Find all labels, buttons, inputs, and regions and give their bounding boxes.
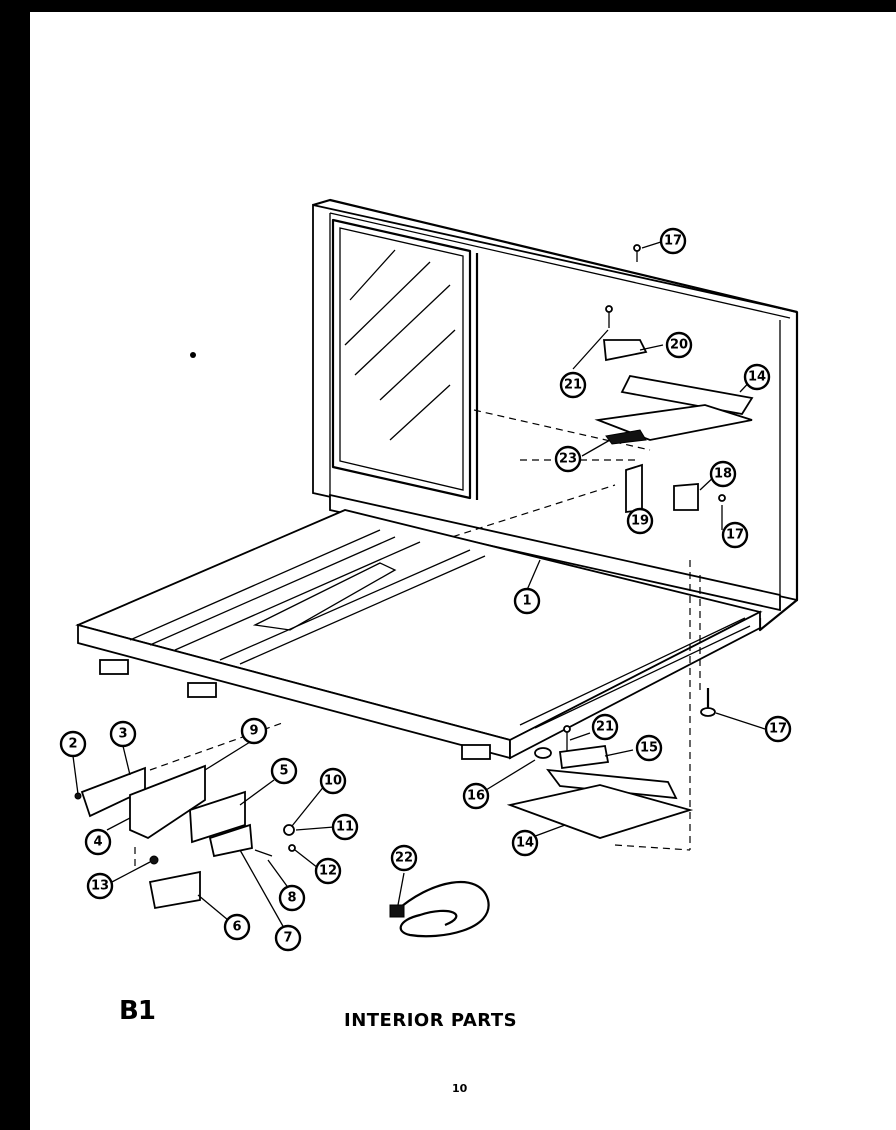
callout-8-label: 8 [287, 891, 296, 906]
callout-18-label: 18 [714, 467, 732, 482]
callout-19-label: 19 [631, 514, 649, 529]
callout-7-label: 7 [283, 931, 292, 946]
callout-5: 5 [270, 757, 298, 785]
floor-tray [75, 509, 763, 851]
lower-hinge-group [506, 688, 716, 839]
plate-14-top [620, 374, 754, 415]
callout-13-label: 13 [91, 879, 109, 894]
diagram-title: INTERIOR PARTS [344, 1010, 518, 1031]
upper-hinge-group [594, 244, 754, 514]
callout-9-label: 9 [249, 724, 258, 739]
window-frame [331, 218, 472, 500]
bracket-19 [625, 463, 643, 514]
callout-14-upper: 14 [743, 363, 771, 391]
callout-19: 19 [626, 507, 654, 535]
wire-harness [389, 880, 490, 938]
callout-17-mid: 17 [721, 521, 749, 549]
callout-21-upper-label: 21 [564, 378, 582, 393]
callout-15-label: 15 [640, 741, 658, 756]
callout-10: 10 [319, 767, 347, 795]
callout-2-label: 2 [68, 737, 77, 752]
callout-3: 3 [109, 720, 137, 748]
mount-4 [129, 764, 206, 840]
callout-16: 16 [462, 782, 490, 810]
callout-15: 15 [635, 734, 663, 762]
callout-12-label: 12 [319, 864, 337, 879]
callout-16-label: 16 [467, 789, 485, 804]
callout-14-lower-label: 14 [516, 836, 534, 851]
box-6 [148, 870, 201, 910]
callout-4-label: 4 [93, 835, 102, 850]
callout-23: 23 [554, 445, 582, 473]
callout-21-upper: 21 [559, 371, 587, 399]
callout-2: 2 [59, 730, 87, 758]
panel-5 [189, 790, 246, 844]
control-assembly [74, 721, 296, 910]
callout-12: 12 [314, 857, 342, 885]
hinge-20 [603, 339, 648, 362]
hinge-15 [558, 744, 610, 770]
callout-17-mid-label: 17 [726, 528, 744, 543]
callout-9: 9 [240, 717, 268, 745]
callout-4: 4 [84, 828, 112, 856]
callout-17-bottom: 17 [764, 715, 792, 743]
section-code: B1 [119, 996, 156, 1026]
catch-18 [673, 483, 699, 511]
ink-speck [190, 352, 196, 358]
callout-17-bottom-label: 17 [769, 722, 787, 737]
switch-7 [208, 823, 253, 858]
callout-20: 20 [665, 331, 693, 359]
callout-20-label: 20 [670, 338, 688, 353]
callout-18: 18 [709, 460, 737, 488]
callout-8: 8 [278, 884, 306, 912]
callout-7: 7 [274, 924, 302, 952]
callout-21-lower: 21 [591, 713, 619, 741]
callout-17-top-label: 17 [664, 234, 682, 249]
callout-11: 11 [331, 813, 359, 841]
callout-13: 13 [86, 872, 114, 900]
callout-5-label: 5 [279, 764, 288, 779]
callout-1-label: 1 [522, 594, 531, 609]
callout-22-label: 22 [395, 851, 413, 866]
callout-11-label: 11 [336, 820, 354, 835]
callout-1: 1 [513, 587, 541, 615]
callout-10-label: 10 [324, 774, 342, 789]
callout-22: 22 [390, 844, 418, 872]
callout-23-label: 23 [559, 452, 577, 467]
callout-14-upper-label: 14 [748, 370, 766, 385]
callout-6: 6 [223, 913, 251, 941]
callout-21-lower-label: 21 [596, 720, 614, 735]
callout-3-label: 3 [118, 727, 127, 742]
callout-14-lower: 14 [511, 829, 539, 857]
page-number: 10 [452, 1082, 468, 1095]
plate-14-bottom [506, 784, 694, 839]
washer-16 [534, 747, 552, 759]
callout-17-top: 17 [659, 227, 687, 255]
callout-6-label: 6 [232, 920, 241, 935]
